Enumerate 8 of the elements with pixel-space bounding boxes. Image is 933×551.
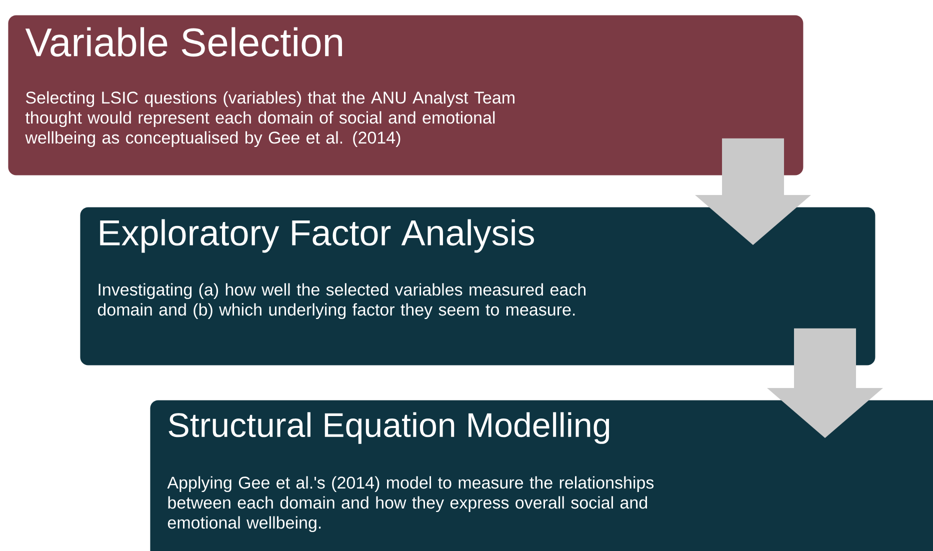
description: Applying Gee et al.'s (2014) model to measure the relationships between each domain and how they express overall social and emotional wellbeing. <box>167 476 654 532</box>
heading: Variable Selection <box>25 27 342 57</box>
heading: Exploratory Factor Analysis <box>100 219 534 253</box>
heading: Structural Equation Modelling <box>168 412 610 444</box>
block-arrow <box>767 328 884 438</box>
description: Investigating (a) how well the selected variables measured each domain and (b) which underlying factor they seem to measure. <box>98 283 586 320</box>
block-arrow <box>695 138 812 245</box>
description: Selecting LSIC questions (variables) that the ANU Analyst Team thought would represent each domain of social and emotional wellbeing as conceptualised by Gee et al. (2014) <box>25 91 514 148</box>
